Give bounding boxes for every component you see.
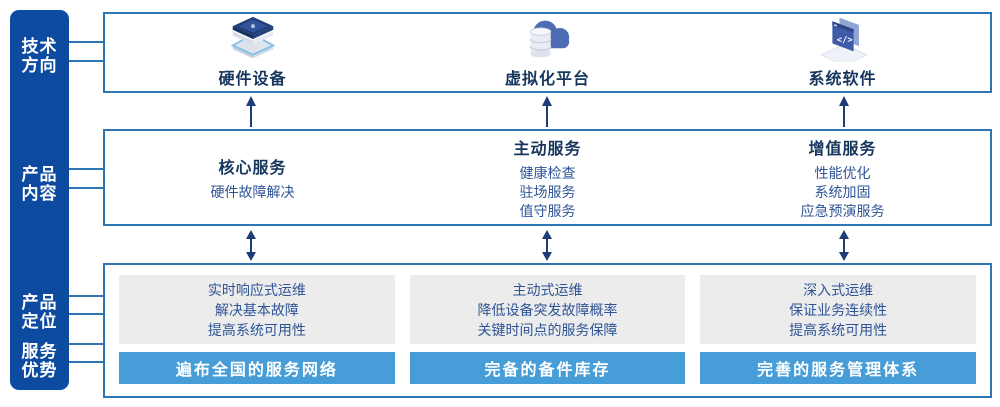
connector-line bbox=[69, 187, 105, 189]
connector-line bbox=[69, 60, 105, 62]
service-column-value-added: 增值服务 性能优化 系统加固 应急预演服务 bbox=[695, 131, 990, 224]
positioning-text-panel: 主动式运维 降低设备突发故障概率 关键时间点的服务保障 bbox=[409, 275, 686, 344]
service-column-title: 主动服务 bbox=[513, 140, 582, 158]
advantage-bar: 完善的服务管理体系 bbox=[700, 352, 977, 384]
positioning-text-panel: 实时响应式运维 解决基本故障 提高系统可用性 bbox=[119, 275, 395, 344]
cloud-database-icon bbox=[529, 20, 569, 58]
advantage-bar: 完备的备件库存 bbox=[409, 352, 686, 384]
double-arrow-icon bbox=[542, 230, 553, 261]
category-sidebar: 技术 方向 产品 内容 产品 定位 服务 优势 bbox=[10, 10, 69, 390]
sidebar-label-tech-direction: 技术 方向 bbox=[21, 37, 58, 75]
up-arrow-icon bbox=[246, 96, 257, 127]
double-arrow-icon bbox=[246, 230, 257, 261]
arrow-cell bbox=[399, 230, 695, 261]
product-content-panel: 核心服务 硬件故障解决 主动服务 健康检查 驻场服务 值守服务 增值服务 性能优… bbox=[103, 129, 992, 226]
connector-line bbox=[69, 343, 105, 345]
positioning-column-1: 实时响应式运维 解决基本故障 提高系统可用性 遍布全国的服务网络 bbox=[119, 275, 395, 384]
service-item: 应急预演服务 bbox=[800, 202, 885, 219]
connector-line bbox=[69, 361, 105, 363]
service-column-proactive: 主动服务 健康检查 驻场服务 值守服务 bbox=[400, 131, 695, 224]
advantage-bar: 遍布全国的服务网络 bbox=[119, 352, 395, 384]
service-column-title: 核心服务 bbox=[218, 159, 287, 177]
up-arrow-icon bbox=[542, 96, 553, 127]
positioning-text-panel: 深入式运维 保证业务连续性 提高系统可用性 bbox=[700, 275, 977, 344]
svg-text:</>: </> bbox=[836, 36, 852, 46]
arrow-row-up bbox=[103, 95, 992, 127]
arrow-cell bbox=[696, 95, 992, 127]
arrow-cell bbox=[103, 230, 399, 261]
connector-line bbox=[69, 313, 105, 315]
arrow-cell bbox=[399, 95, 695, 127]
arrow-row-double bbox=[103, 230, 992, 261]
code-window-icon: </> bbox=[819, 17, 868, 62]
positioning-column-2: 主动式运维 降低设备突发故障概率 关键时间点的服务保障 完备的备件库存 bbox=[409, 275, 686, 384]
service-item: 硬件故障解决 bbox=[210, 183, 295, 200]
up-arrow-icon bbox=[838, 96, 849, 127]
server-stack-icon bbox=[230, 16, 275, 59]
positioning-advantage-panel: 实时响应式运维 解决基本故障 提高系统可用性 遍布全国的服务网络 主动式运维 降… bbox=[103, 263, 992, 398]
service-item: 健康检查 bbox=[519, 164, 576, 181]
sidebar-label-product-content: 产品 内容 bbox=[21, 165, 58, 203]
service-column-title: 增值服务 bbox=[808, 140, 877, 158]
tech-direction-panel: 硬件设备 虚拟化平台 </> bbox=[103, 12, 992, 93]
service-item: 驻场服务 bbox=[519, 183, 576, 200]
tech-item-hardware: 硬件设备 bbox=[105, 14, 400, 91]
service-item: 性能优化 bbox=[814, 164, 871, 181]
tech-item-system-software: </> 系统软件 bbox=[695, 14, 990, 91]
connector-line bbox=[69, 41, 105, 43]
arrow-cell bbox=[696, 230, 992, 261]
service-column-core: 核心服务 硬件故障解决 bbox=[105, 131, 400, 224]
service-item: 值守服务 bbox=[519, 202, 576, 219]
connector-line bbox=[69, 295, 105, 297]
tech-item-virtualization: 虚拟化平台 bbox=[400, 14, 695, 91]
arrow-cell bbox=[103, 95, 399, 127]
tech-item-label: 硬件设备 bbox=[218, 71, 287, 88]
sidebar-label-service-advantage: 服务 优势 bbox=[21, 342, 58, 380]
tech-item-label: 虚拟化平台 bbox=[504, 71, 590, 88]
tech-item-label: 系统软件 bbox=[808, 71, 877, 88]
service-item: 系统加固 bbox=[814, 183, 871, 200]
connector-line bbox=[69, 168, 105, 170]
sidebar-label-product-positioning: 产品 定位 bbox=[21, 293, 58, 331]
positioning-column-3: 深入式运维 保证业务连续性 提高系统可用性 完善的服务管理体系 bbox=[700, 275, 977, 384]
double-arrow-icon bbox=[838, 230, 849, 261]
